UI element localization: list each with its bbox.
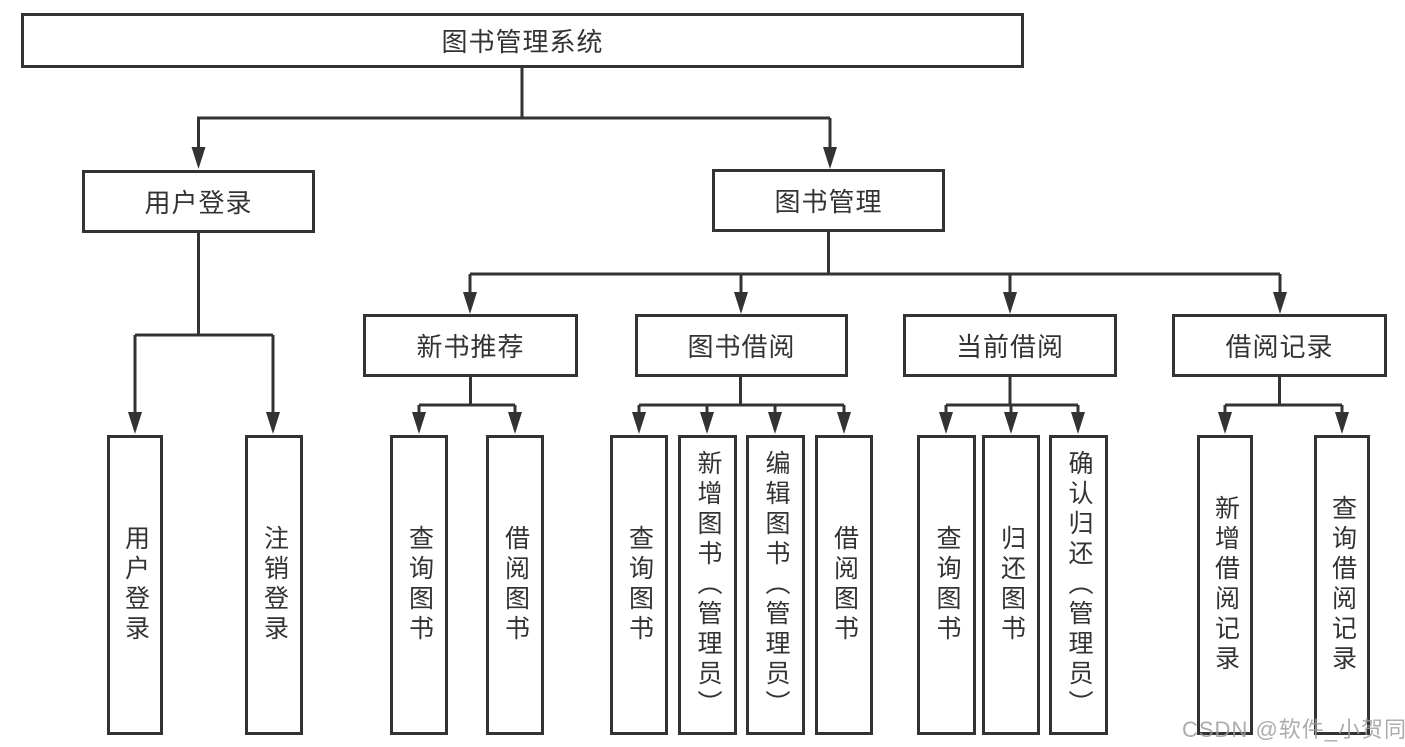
- node-label: 编辑图书（管理员）: [762, 450, 790, 720]
- node-label: 图书管理: [774, 187, 883, 217]
- node-library-management-system: 图书管理系统: [21, 13, 1024, 68]
- node-label: 注销登录: [260, 525, 289, 645]
- leaf-query-book-borrow: 查询图书: [610, 435, 668, 735]
- node-label: 图书借阅: [687, 332, 796, 362]
- node-label: 借阅图书: [830, 525, 859, 645]
- node-label: 当前借阅: [955, 332, 1064, 362]
- leaf-add-borrow-record: 新增借阅记录: [1197, 435, 1253, 735]
- node-label: 用户登录: [121, 525, 150, 645]
- node-label: 新增图书（管理员）: [694, 450, 722, 720]
- node-label: 借阅图书: [501, 525, 530, 645]
- node-label: 用户登录: [144, 188, 253, 218]
- node-label: 归还图书: [997, 525, 1026, 645]
- leaf-borrow-book: 借阅图书: [815, 435, 873, 735]
- node-label: 借阅记录: [1225, 332, 1334, 362]
- node-user-login: 用户登录: [82, 170, 315, 233]
- leaf-query-book-recommend: 查询图书: [390, 435, 448, 735]
- csdn-watermark: CSDN @软件_小贺同学: [1182, 717, 1405, 742]
- leaf-confirm-return-admin: 确认归还（管理员）: [1049, 435, 1108, 735]
- node-label: 查询图书: [625, 525, 654, 645]
- node-label: 查询图书: [933, 525, 961, 645]
- leaf-return-book: 归还图书: [982, 435, 1040, 735]
- node-label: 图书管理系统: [441, 27, 604, 57]
- node-label: 新书推荐: [416, 332, 525, 362]
- leaf-borrow-book-recommend: 借阅图书: [486, 435, 544, 735]
- leaf-add-book-admin: 新增图书（管理员）: [678, 435, 737, 735]
- node-label: 新增借阅记录: [1211, 495, 1240, 675]
- node-book-management: 图书管理: [712, 169, 945, 232]
- leaf-query-borrow-record: 查询借阅记录: [1314, 435, 1370, 735]
- leaf-user-login: 用户登录: [107, 435, 163, 735]
- node-current-borrow: 当前借阅: [903, 314, 1117, 377]
- leaf-logout: 注销登录: [245, 435, 303, 735]
- leaf-query-book-current: 查询图书: [917, 435, 976, 735]
- node-borrow-records: 借阅记录: [1172, 314, 1387, 377]
- leaf-edit-book-admin: 编辑图书（管理员）: [746, 435, 805, 735]
- node-book-borrow: 图书借阅: [635, 314, 848, 377]
- node-new-book-recommend: 新书推荐: [363, 314, 578, 377]
- node-label: 确认归还（管理员）: [1065, 450, 1093, 720]
- node-label: 查询图书: [405, 525, 434, 645]
- node-label: 查询借阅记录: [1328, 495, 1357, 675]
